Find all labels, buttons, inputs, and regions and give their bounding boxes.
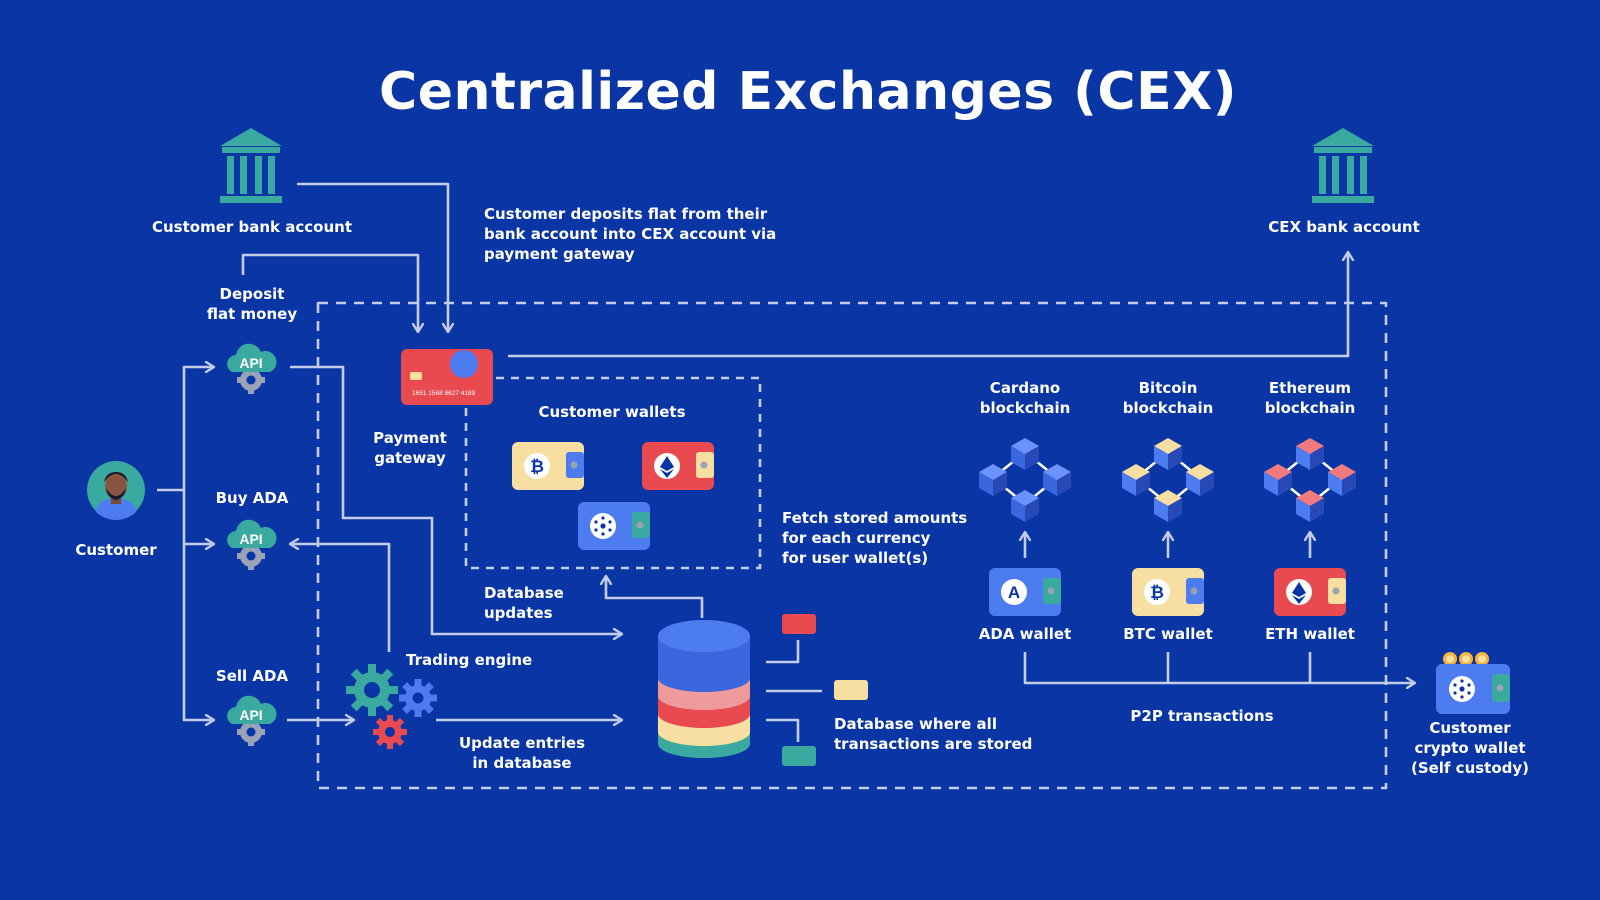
self-custody-wallet-icon xyxy=(1436,652,1510,714)
db-record-teal xyxy=(782,746,816,766)
cex-boundary xyxy=(316,301,1388,790)
engine-to-buy-api-arrow xyxy=(290,544,391,652)
svg-text:API: API xyxy=(239,707,262,723)
database-updates-label: Database updates xyxy=(484,584,564,622)
credit-card-icon: 1651 1568 8627 4189 xyxy=(401,349,493,405)
sell-ada-label: Sell ADA xyxy=(215,667,289,685)
page-title: Centralized Exchanges (CEX) xyxy=(379,62,1237,122)
sell-ada-api-icon: API xyxy=(227,695,277,746)
database-note: Database where all transactions are stor… xyxy=(834,715,1033,753)
deposit-api-icon: API xyxy=(227,343,277,394)
db-branch-3 xyxy=(766,718,800,742)
database-stack-icon xyxy=(658,620,750,758)
svg-text:1651 1568 8627 4189: 1651 1568 8627 4189 xyxy=(412,390,476,397)
btc-wallet-icon: ₿ xyxy=(512,442,584,490)
deposit-flat-label: Deposit flat money xyxy=(206,285,298,323)
ada-wallet-label: ADA wallet xyxy=(978,625,1072,643)
svg-text:₿: ₿ xyxy=(530,457,544,476)
customer-wallets-label: Customer wallets xyxy=(538,403,686,421)
ada-wallet-small-icon xyxy=(578,502,650,550)
customer-to-apis xyxy=(157,367,214,492)
deposit-note: Customer deposits flat from their bank a… xyxy=(484,205,777,263)
ada-wallet-icon: A xyxy=(989,568,1061,616)
fetch-note: Fetch stored amounts for each currency f… xyxy=(782,509,968,567)
bitcoin-blockchain-icon xyxy=(1122,438,1214,522)
p2p-line xyxy=(1023,652,1415,683)
customer-to-buy-api xyxy=(182,490,214,544)
cex-bank-label: CEX bank account xyxy=(1268,218,1420,236)
buy-ada-label: Buy ADA xyxy=(215,489,289,507)
db-record-yellow xyxy=(834,680,868,700)
database-to-wallets-arrow xyxy=(606,576,704,618)
customer-to-sell-api xyxy=(182,544,214,720)
bank-to-gateway-arrow xyxy=(297,182,448,332)
trading-engine-gears-icon xyxy=(346,664,437,749)
db-record-red xyxy=(782,614,816,634)
api-to-database-arrow xyxy=(290,365,622,634)
eth-wallet-label: ETH wallet xyxy=(1265,625,1355,643)
eth-wallet-chain-icon xyxy=(1274,568,1346,616)
cardano-blockchain-icon xyxy=(979,438,1071,522)
btc-wallet-label: BTC wallet xyxy=(1123,625,1213,643)
ethereum-blockchain-icon xyxy=(1264,438,1356,522)
cex-bank-icon xyxy=(1312,128,1374,203)
customer-bank-icon xyxy=(220,128,282,203)
gateway-to-cex-bank-arrow xyxy=(508,252,1348,358)
btc-wallet-chain-icon: ₿ xyxy=(1132,568,1204,616)
self-custody-label: Customer crypto wallet (Self custody) xyxy=(1410,719,1530,777)
svg-text:API: API xyxy=(239,531,262,547)
customer-label: Customer xyxy=(75,541,157,559)
customer-avatar-icon xyxy=(87,461,145,520)
customer-wallets-boundary xyxy=(464,376,762,570)
customer-bank-label: Customer bank account xyxy=(152,218,352,236)
svg-text:API: API xyxy=(239,355,262,371)
db-branch-1 xyxy=(766,640,800,664)
eth-wallet-icon xyxy=(642,442,714,490)
update-entries-label: Update entries in database xyxy=(458,734,586,772)
svg-text:A: A xyxy=(1008,583,1020,602)
buy-ada-api-icon: API xyxy=(227,519,277,570)
p2p-transactions-label: P2P transactions xyxy=(1130,707,1274,725)
deposit-to-gateway-arrow xyxy=(241,253,418,332)
trading-engine-label: Trading engine xyxy=(406,651,533,669)
svg-text:₿: ₿ xyxy=(1150,583,1164,602)
payment-gateway-label: Payment gateway xyxy=(373,429,447,467)
